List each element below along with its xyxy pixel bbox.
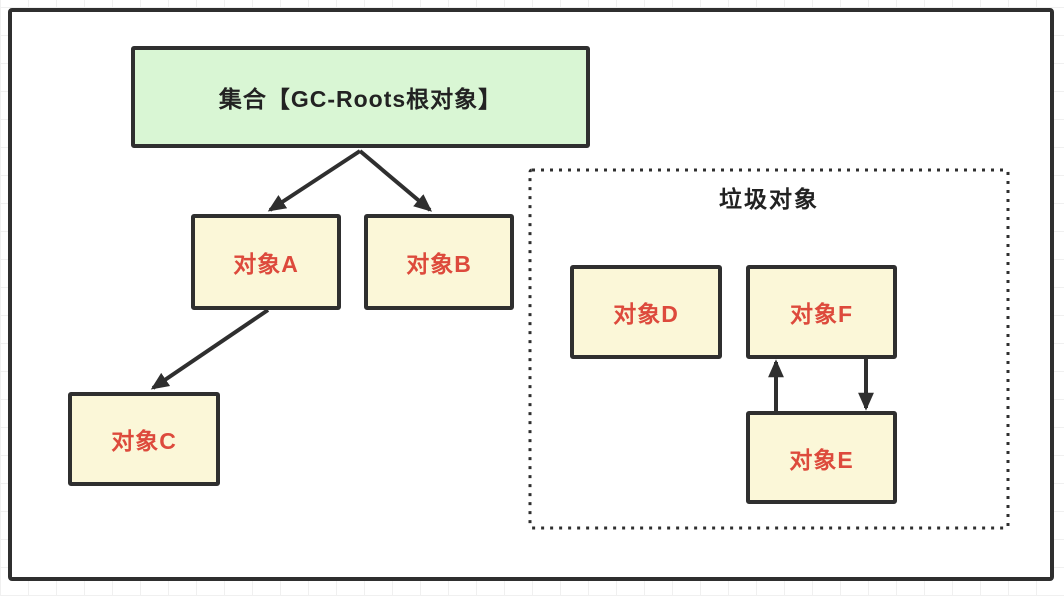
node-object-b[interactable]: 对象B bbox=[364, 214, 514, 310]
node-object-e-label: 对象E bbox=[789, 446, 854, 473]
node-object-c[interactable]: 对象C bbox=[68, 392, 220, 486]
node-object-a-label: 对象A bbox=[233, 251, 299, 277]
gc-roots-box[interactable]: 集合【GC-Roots根对象】 bbox=[131, 46, 590, 148]
node-object-b-label: 对象B bbox=[406, 251, 472, 277]
node-object-a[interactable]: 对象A bbox=[191, 214, 341, 310]
node-object-d-label: 对象D bbox=[613, 301, 679, 327]
gc-roots-label: 集合【GC-Roots根对象】 bbox=[218, 86, 503, 112]
node-object-f[interactable]: 对象F bbox=[746, 265, 897, 359]
node-object-c-label: 对象C bbox=[111, 428, 177, 454]
node-object-e[interactable]: 对象E bbox=[746, 411, 897, 504]
node-object-d[interactable]: 对象D bbox=[570, 265, 722, 359]
garbage-group-title: 垃圾对象 bbox=[719, 186, 819, 212]
node-object-f-label: 对象F bbox=[789, 301, 854, 327]
